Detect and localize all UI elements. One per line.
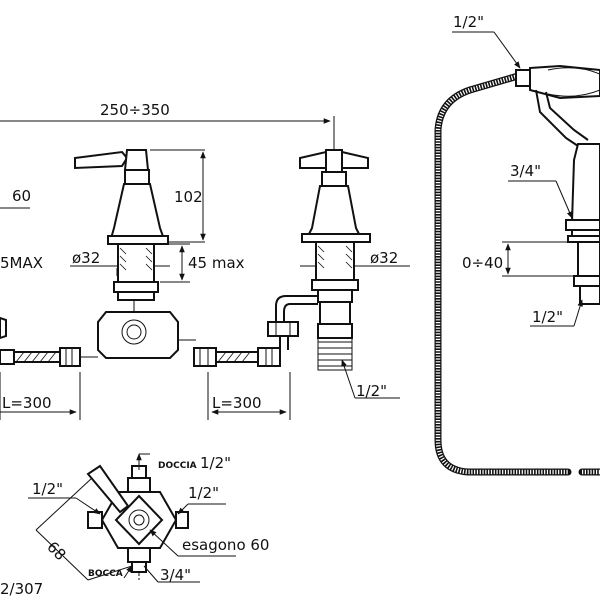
max-45-dimension: 45 max <box>160 243 245 283</box>
thread-half-top-callout: 1/2" <box>452 13 521 69</box>
range-0-40-label: 0÷40 <box>462 254 503 272</box>
shower-holder <box>565 143 600 305</box>
length-left-label: L=300 <box>2 394 52 412</box>
thread-half-left-view-label: 1/2" <box>32 480 63 498</box>
thread-half-shower-bottom-callout: 1/2" <box>530 299 583 327</box>
thread-half-right-view-label: 1/2" <box>188 484 219 502</box>
left-valve <box>74 149 179 359</box>
thread-half-top-label: 1/2" <box>453 13 484 31</box>
partial-left-labels: 5MAX 60 <box>0 187 43 340</box>
partial-5max-label: 5MAX <box>0 254 43 272</box>
partial-60-label: 60 <box>12 187 31 205</box>
shower-hose <box>434 72 600 476</box>
dia-32-right-label: ø32 <box>370 249 398 267</box>
partial-code-label: 2/307 <box>0 580 43 598</box>
bocca-label: BOCCA <box>88 569 123 579</box>
top-view-diverter <box>86 456 189 580</box>
left-flex-hose: L=300 <box>0 347 98 420</box>
shower-head <box>515 64 600 147</box>
dia-32-left-label: ø32 <box>72 249 100 267</box>
dia-32-right-dimension: ø32 <box>300 249 410 267</box>
thread-half-shower-bottom-label: 1/2" <box>532 308 563 326</box>
thread-34-shower-callout: 3/4" <box>508 162 573 219</box>
doccia-thread-label: 1/2" <box>200 454 231 472</box>
thread-34-bottom-label: 3/4" <box>160 566 191 584</box>
dim-68-label: 68 <box>43 538 69 564</box>
range-0-40-dimension: 0÷40 <box>462 241 574 277</box>
thread-half-right-bottom-callout: 1/2" <box>341 359 400 400</box>
thread-34-shower-label: 3/4" <box>510 162 541 180</box>
overall-width-dimension: 250÷350 <box>0 101 335 150</box>
height-102-label: 102 <box>174 188 203 206</box>
doccia-label: DOCCIA <box>158 461 197 471</box>
esagono-label: esagono 60 <box>182 536 269 554</box>
thread-half-right-bottom-label: 1/2" <box>356 382 387 400</box>
overall-width-label: 250÷350 <box>100 101 170 119</box>
length-right-label: L=300 <box>212 394 262 412</box>
dia-32-left-dimension: ø32 <box>70 249 170 276</box>
middle-flex-hose: L=300 <box>178 339 291 420</box>
height-102-dimension: 102 <box>150 149 206 243</box>
max-45-label: 45 max <box>188 254 245 272</box>
right-valve <box>267 140 371 371</box>
